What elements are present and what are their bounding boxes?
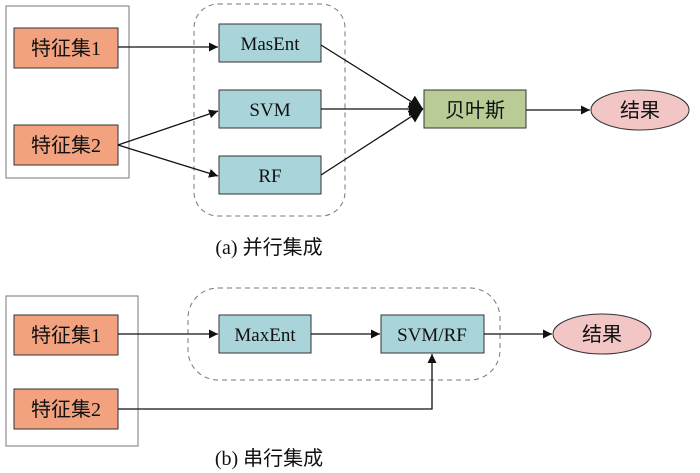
feature-set-1-b-label: 特征集1	[31, 324, 101, 347]
bayes-fusion-label: 贝叶斯	[445, 99, 505, 122]
result-b: 结果	[552, 313, 652, 355]
feature-set-1-a-label: 特征集1	[31, 37, 101, 60]
feature-set-1-b: 特征集1	[13, 314, 119, 356]
feature-set-2-a: 特征集2	[13, 124, 119, 166]
arrow-rf-to-bayes	[320, 108, 424, 176]
result-a-label: 结果	[620, 99, 660, 122]
feature-frame-a	[5, 5, 130, 179]
serial-ensemble: 特征集1 特征集2 MaxEnt SVM/RF 结果 (b) 串行集成	[5, 287, 652, 470]
model-maxent-label: MaxEnt	[234, 325, 296, 346]
caption-a: (a) 并行集成	[215, 236, 322, 259]
model-masent-label: MasEnt	[240, 34, 300, 55]
model-rf-label: RF	[258, 166, 281, 187]
arrow-fs2-to-svmrf	[118, 354, 437, 410]
feature-set-1-a: 特征集1	[13, 27, 119, 69]
feature-set-2-b: 特征集2	[13, 388, 119, 430]
caption-b: (b) 串行集成	[215, 447, 323, 470]
bayes-fusion: 贝叶斯	[423, 89, 527, 129]
model-svm: SVM	[218, 89, 322, 129]
feature-frame-b	[5, 295, 139, 447]
model-svm-rf: SVM/RF	[380, 314, 485, 354]
feature-set-2-b-label: 特征集2	[31, 398, 101, 421]
model-rf: RF	[218, 155, 322, 195]
model-maxent: MaxEnt	[218, 314, 312, 354]
model-svm-rf-label: SVM/RF	[397, 325, 467, 346]
result-b-label: 结果	[582, 323, 622, 346]
result-a: 结果	[590, 89, 690, 131]
arrow-fs2-to-svm	[117, 109, 219, 146]
parallel-ensemble: 特征集1 特征集2 MasEnt SVM RF 贝叶斯 结果	[5, 3, 690, 259]
model-masent: MasEnt	[218, 23, 322, 63]
feature-set-2-a-label: 特征集2	[31, 134, 101, 157]
model-svm-label: SVM	[249, 100, 290, 121]
arrow-masent-to-bayes	[320, 44, 424, 110]
arrow-fs2-to-rf	[117, 144, 219, 178]
